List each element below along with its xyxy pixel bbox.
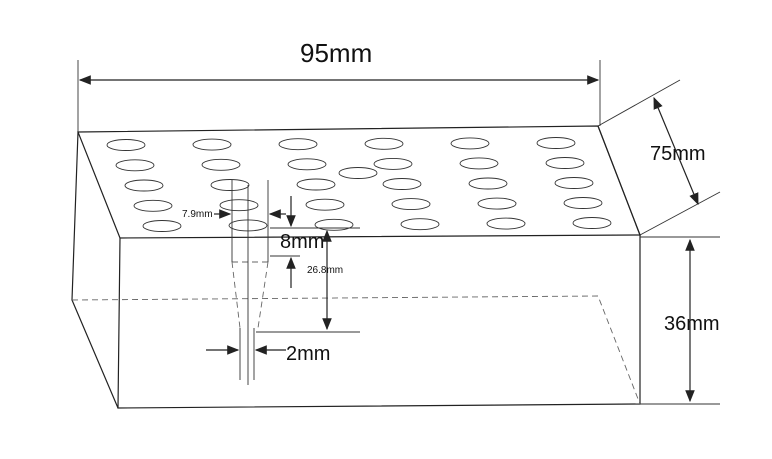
hole-section-lines: [231, 180, 269, 385]
height-label: 36mm: [664, 313, 720, 335]
hole: [391, 198, 431, 211]
hole: [124, 179, 164, 192]
hole: [133, 199, 173, 212]
hole-diameter-dimension: 7.9mm: [182, 209, 286, 220]
hole: [219, 199, 259, 212]
hidden-lines: [71, 261, 641, 405]
hole: [563, 197, 603, 209]
bottom-hole-dimension: 2mm: [206, 343, 330, 365]
length-dimension: 95mm: [77, 38, 601, 132]
hole: [373, 157, 413, 170]
hole: [106, 139, 146, 151]
hole: [382, 178, 422, 190]
hole: [572, 217, 612, 229]
total-depth-label: 26.8mm: [307, 265, 343, 276]
hole: [201, 158, 241, 171]
hole: [364, 137, 404, 150]
hole: [287, 158, 327, 171]
hole: [477, 197, 517, 210]
hole: [468, 177, 508, 190]
hole: [305, 198, 345, 211]
length-label: 95mm: [300, 38, 372, 68]
total-depth-dimension: 26.8mm: [256, 227, 360, 333]
hole: [278, 138, 318, 151]
hole: [338, 167, 378, 179]
hole: [450, 137, 490, 150]
hole: [314, 218, 354, 231]
width-label: 75mm: [650, 143, 706, 165]
hole: [545, 157, 585, 169]
hole: [536, 137, 576, 149]
hole: [210, 179, 250, 191]
upper-depth-label: 8mm: [280, 231, 324, 253]
hole: [115, 159, 155, 172]
hole: [142, 220, 182, 232]
height-dimension: 36mm: [640, 236, 720, 405]
upper-depth-dimension: 8mm: [270, 196, 324, 288]
hole: [459, 157, 499, 170]
bottom-hole-label: 2mm: [286, 343, 330, 365]
hole-diameter-label: 7.9mm: [182, 209, 213, 220]
hole: [486, 217, 526, 230]
hole: [192, 138, 232, 151]
hole: [296, 178, 336, 191]
hole: [400, 218, 440, 231]
width-dimension: 75mm: [597, 79, 721, 236]
hole: [554, 177, 594, 189]
